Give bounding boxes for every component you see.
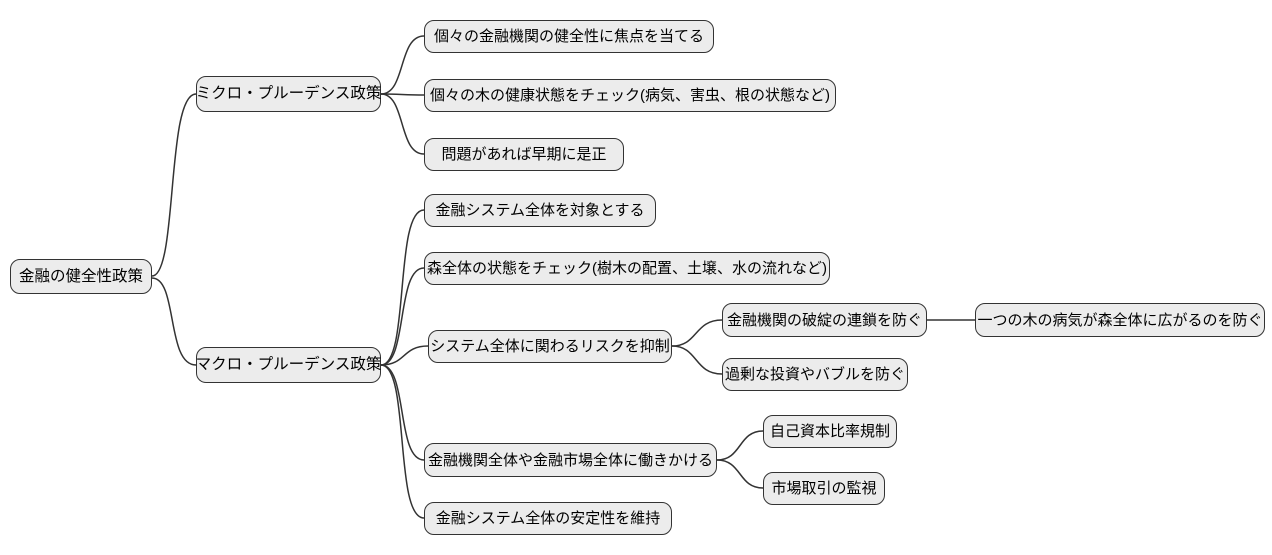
edge-M4-M4b bbox=[716, 459, 764, 489]
node-early-correction: 問題があれば早期に是正 bbox=[424, 138, 624, 171]
node-micro-prudence-policy: ミクロ・プルーデンス政策 bbox=[196, 76, 381, 112]
node-prevent-excess-bubble: 過剰な投資やバブルを防ぐ bbox=[722, 358, 908, 391]
edge-micro-m1 bbox=[380, 35, 425, 95]
node-act-on-whole-market: 金融機関全体や金融市場全体に働きかける bbox=[424, 443, 717, 477]
node-check-individual-trees: 個々の木の健康状態をチェック(病気、害虫、根の状態など) bbox=[424, 79, 836, 112]
node-prevent-disease-spread: 一つの木の病気が森全体に広がるのを防ぐ bbox=[975, 303, 1265, 337]
edge-root-macro bbox=[151, 277, 197, 366]
edge-M3-M3a bbox=[671, 319, 723, 347]
node-check-whole-forest: 森全体の状態をチェック(樹木の配置、土壌、水の流れなど) bbox=[424, 252, 830, 285]
node-focus-individual-institutions: 個々の金融機関の健全性に焦点を当てる bbox=[424, 20, 714, 53]
edge-micro-m3 bbox=[380, 93, 425, 155]
edge-macro-M2 bbox=[380, 267, 425, 366]
edge-macro-M5 bbox=[380, 364, 425, 519]
node-maintain-stability: 金融システム全体の安定性を維持 bbox=[424, 502, 672, 535]
node-capital-ratio-regulation: 自己資本比率規制 bbox=[763, 415, 897, 448]
node-prevent-failure-chain: 金融機関の破綻の連鎖を防ぐ bbox=[722, 303, 927, 337]
edge-M4-M4a bbox=[716, 430, 764, 461]
node-macro-prudence-policy: マクロ・プルーデンス政策 bbox=[196, 347, 381, 383]
edge-root-micro bbox=[151, 93, 197, 277]
node-suppress-systemic-risk: システム全体に関わるリスクを抑制 bbox=[428, 330, 672, 363]
edge-M3-M3b bbox=[671, 345, 723, 375]
edge-macro-M1 bbox=[380, 209, 425, 366]
node-target-whole-system: 金融システム全体を対象とする bbox=[424, 194, 656, 227]
edge-macro-M3 bbox=[380, 345, 429, 366]
node-root: 金融の健全性政策 bbox=[10, 259, 152, 294]
node-market-monitoring: 市場取引の監視 bbox=[763, 472, 885, 505]
